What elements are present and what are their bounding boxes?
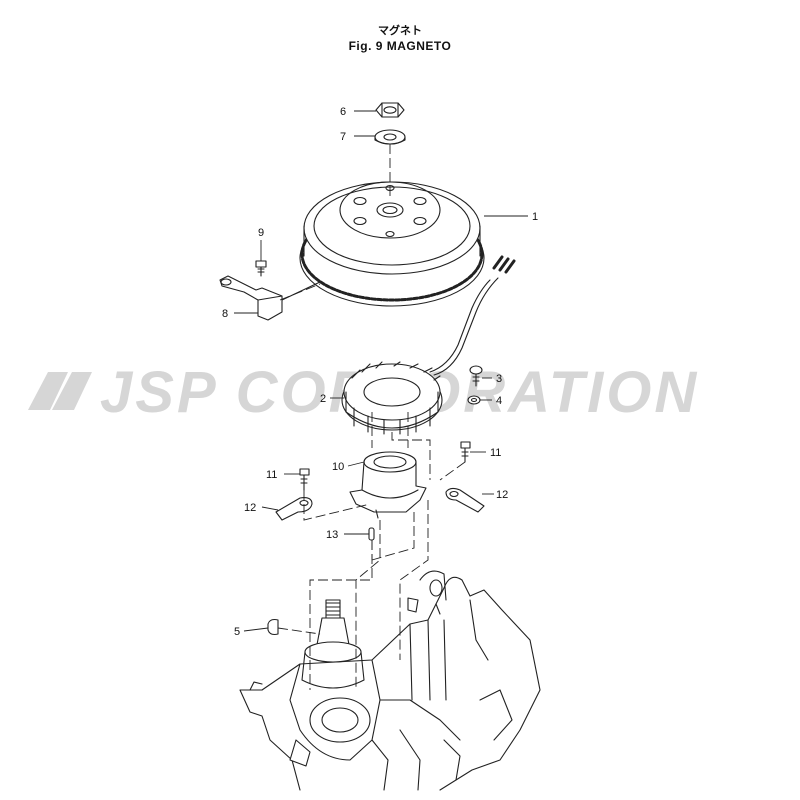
callout-3: 3 xyxy=(496,373,502,385)
bolt-11-right xyxy=(460,441,471,463)
stator-coil-2 xyxy=(341,361,443,435)
alignment-lines xyxy=(277,144,466,690)
bolt-11-left xyxy=(299,468,310,491)
callout-2: 2 xyxy=(320,393,326,405)
callout-9: 9 xyxy=(258,227,264,239)
callout-1: 1 xyxy=(532,211,538,223)
callout-6: 6 xyxy=(340,106,346,118)
flywheel-1 xyxy=(299,181,485,307)
washer-4 xyxy=(467,395,481,405)
callout-12-right: 12 xyxy=(496,489,508,501)
nut-6 xyxy=(375,102,405,118)
callout-12-left: 12 xyxy=(244,502,256,514)
engine-crankcase xyxy=(239,570,541,791)
washer-7 xyxy=(374,129,406,145)
title-japanese: マグネト xyxy=(378,24,422,37)
callout-labels: 6 7 1 9 8 3 4 2 11 10 11 12 12 13 5 xyxy=(222,106,538,638)
title-english: Fig. 9 MAGNETO xyxy=(348,39,452,53)
clamp-12-left xyxy=(275,497,313,521)
callout-8: 8 xyxy=(222,308,228,320)
callout-10: 10 xyxy=(332,461,344,473)
stator-holder-10 xyxy=(349,451,427,519)
dowel-pin-13 xyxy=(368,527,375,541)
callout-4: 4 xyxy=(496,395,502,407)
bolt-9 xyxy=(255,260,267,277)
key-5 xyxy=(267,618,279,636)
callout-11-left: 11 xyxy=(266,469,277,481)
callout-13: 13 xyxy=(326,529,338,541)
leader-lines xyxy=(234,110,528,632)
callout-5: 5 xyxy=(234,626,240,638)
screw-3 xyxy=(469,365,483,387)
callout-11-right: 11 xyxy=(490,447,501,459)
callout-7: 7 xyxy=(340,131,346,143)
clamp-12-right xyxy=(445,487,485,513)
